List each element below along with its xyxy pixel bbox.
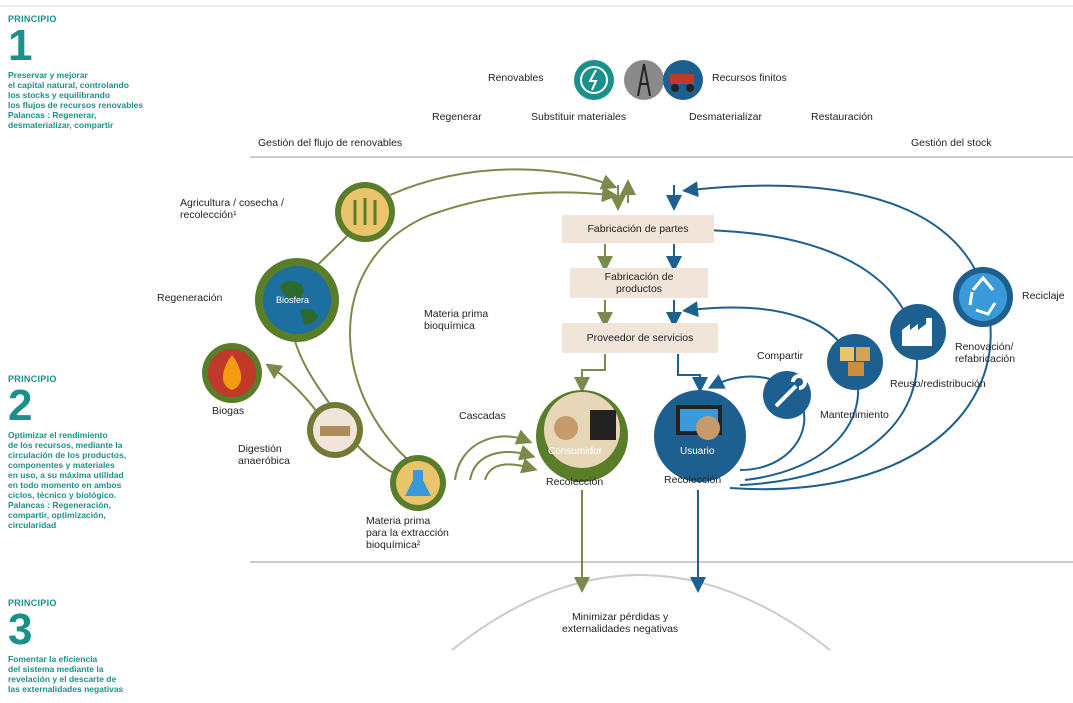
principle-label: PRINCIPIO bbox=[8, 14, 57, 24]
bio-arc-outer bbox=[389, 168, 618, 196]
principle-number: 3 bbox=[8, 605, 33, 654]
consumer-label: Consumidor bbox=[548, 446, 602, 457]
action-restauracion: Restauración bbox=[811, 111, 873, 123]
minimize-label: Minimizar pérdidas y externalidades nega… bbox=[562, 611, 679, 635]
bio-ring bbox=[288, 214, 421, 481]
share-label: Compartir bbox=[757, 350, 804, 362]
regen-label: Regeneración bbox=[157, 292, 223, 304]
reuse-label: Reuso/redistribución bbox=[890, 378, 986, 390]
action-substituir: Substituir materiales bbox=[531, 111, 627, 123]
cascades-label: Cascadas bbox=[459, 410, 506, 422]
principle-1: PRINCIPIO 1 Preservar y mejorar el capit… bbox=[8, 14, 208, 130]
renewables-label: Renovables bbox=[488, 72, 544, 84]
oil-rig-icon bbox=[624, 60, 664, 100]
box-proveedor-servicios: Proveedor de servicios bbox=[562, 323, 718, 353]
principle-3: PRINCIPIO 3 Fomentar la eficiencia del s… bbox=[8, 598, 208, 694]
agri-label: Agricultura / cosecha / recolección¹ bbox=[180, 197, 284, 221]
biogas-label: Biogas bbox=[212, 405, 245, 417]
maint-label: Mantenimiento bbox=[820, 409, 889, 421]
action-desmaterializar: Desmaterializar bbox=[689, 111, 762, 123]
principle-2: PRINCIPIO 2 Optimizar el rendimiento de … bbox=[8, 374, 208, 530]
principle-number: 1 bbox=[8, 21, 33, 70]
principle-label: PRINCIPIO bbox=[8, 598, 57, 608]
raw-bio-label: Materia prima bioquímica bbox=[424, 308, 489, 332]
raw-extract-label: Materia prima para la extracción bioquím… bbox=[366, 515, 449, 551]
bio-arc-mid bbox=[349, 186, 618, 471]
action-regenerar: Regenerar bbox=[432, 111, 482, 123]
box-fabricacion-partes: Fabricación de partes bbox=[562, 215, 714, 243]
principle-description: Optimizar el rendimiento de los recursos… bbox=[8, 430, 127, 530]
principle-number: 2 bbox=[8, 381, 33, 430]
collect-right-label: Recolección bbox=[664, 474, 722, 486]
recycle-label: Reciclaje bbox=[1022, 290, 1065, 302]
digestion-label: Digestión anaeróbica bbox=[238, 443, 290, 467]
principle-description: Preservar y mejorar el capital natural, … bbox=[8, 70, 144, 130]
user-label: Usuario bbox=[680, 446, 715, 457]
biosphere-label: Biosfera bbox=[276, 295, 310, 305]
renov-label: Renovación/ refabricación bbox=[955, 341, 1016, 365]
flow-right-label: Gestión del stock bbox=[911, 137, 992, 149]
box-fabricacion-productos: Fabricación de productos bbox=[570, 268, 708, 298]
minimize-arc bbox=[451, 574, 831, 651]
principle-label: PRINCIPIO bbox=[8, 374, 57, 384]
principle-description: Fomentar la eficiencia del sistema media… bbox=[8, 654, 124, 694]
collect-left-label: Recolección bbox=[546, 476, 604, 488]
finite-resources-label: Recursos finitos bbox=[712, 72, 787, 84]
flow-left-label: Gestión del flujo de renovables bbox=[258, 137, 403, 149]
